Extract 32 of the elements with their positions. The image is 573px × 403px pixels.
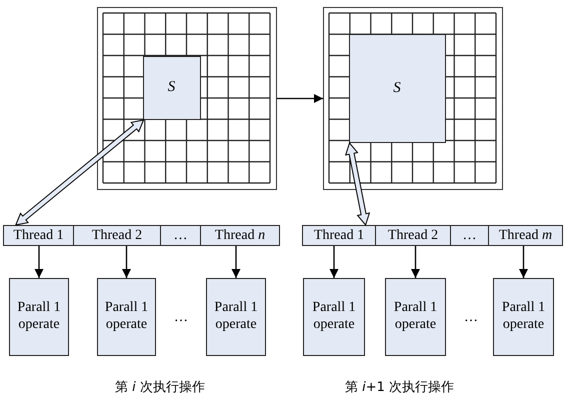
thread-cell: Thread 1 <box>3 225 74 246</box>
ellipsis-label: … <box>174 310 188 326</box>
arrow <box>34 246 44 278</box>
thread-cell: Thread n <box>200 225 280 246</box>
arrow <box>330 246 338 278</box>
hollow-arrow <box>344 142 370 226</box>
region-label: S <box>393 80 401 96</box>
arrow <box>277 94 323 103</box>
thread-cell: Thread m <box>488 225 563 246</box>
thread-cell: Thread 2 <box>375 225 451 246</box>
thread-cell: … <box>450 225 489 246</box>
operation-box: Parall 1 operate <box>303 278 365 356</box>
caption: 第 i 次执行操作 <box>115 379 205 396</box>
arrow <box>122 246 131 278</box>
hollow-arrow <box>15 119 144 226</box>
highlighted-region <box>142 56 200 120</box>
operation-box: Parall 1 operate <box>493 278 554 356</box>
caption: 第 i+1 次执行操作 <box>345 379 454 396</box>
operation-box: Parall 1 operate <box>206 278 266 356</box>
arrow <box>232 246 240 278</box>
operation-box: Parall 1 operate <box>385 278 446 356</box>
region-label: S <box>168 79 176 96</box>
arrow <box>411 246 420 278</box>
thread-cell: … <box>160 225 201 246</box>
grid-frame <box>323 7 503 190</box>
operation-box: Parall 1 operate <box>9 278 69 356</box>
arrow <box>519 246 528 278</box>
ellipsis-label: … <box>464 310 478 326</box>
thread-cell: Thread 2 <box>73 225 161 246</box>
thread-cell: Thread 1 <box>302 225 376 246</box>
operation-box: Parall 1 operate <box>97 278 156 356</box>
highlighted-region <box>348 34 446 142</box>
